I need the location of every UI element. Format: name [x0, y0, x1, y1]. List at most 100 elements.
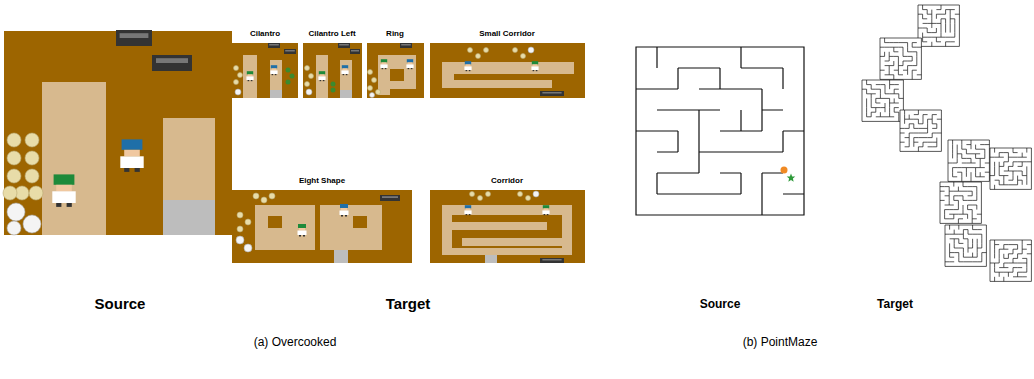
panel-title: Corridor: [491, 177, 523, 186]
counter: [42, 82, 106, 235]
chef: [246, 71, 253, 81]
chef: [298, 224, 307, 237]
pot: [338, 43, 350, 48]
tile: [442, 248, 572, 255]
maze-walls: [990, 148, 1031, 189]
plate: [7, 203, 25, 221]
onion: [478, 196, 483, 201]
tile: [378, 81, 416, 89]
onion: [25, 133, 39, 147]
onion: [269, 193, 275, 199]
pot-lid: [401, 44, 411, 46]
pot-lid: [156, 58, 188, 63]
pot: [284, 49, 296, 54]
chef: [380, 59, 387, 69]
cilantro: [286, 68, 291, 73]
tile: [452, 222, 547, 230]
maze-walls: [900, 110, 941, 151]
tile: [270, 90, 282, 98]
onion: [305, 66, 310, 71]
overcooked-target: [430, 43, 585, 98]
panel-title: Cilantro: [250, 30, 280, 39]
chef: [270, 65, 277, 75]
tile: [255, 205, 315, 250]
onion: [7, 151, 21, 165]
tile: [320, 205, 382, 250]
plate: [244, 244, 252, 252]
chef: [340, 204, 349, 217]
pot: [540, 91, 564, 96]
cilantro: [331, 88, 336, 93]
onion: [468, 48, 473, 53]
tile: [340, 90, 352, 98]
chef: [464, 61, 471, 71]
pot-lid: [285, 50, 295, 52]
onion: [526, 196, 531, 201]
tile: [316, 55, 328, 98]
onion: [486, 192, 491, 197]
maze-walls: [636, 47, 804, 215]
floor: [430, 43, 585, 98]
overcooked-target: [232, 43, 298, 98]
pointmaze-source: [636, 47, 804, 215]
maze-walls: [880, 38, 921, 79]
floor: [367, 43, 424, 98]
onion: [25, 151, 39, 165]
onion: [368, 70, 373, 75]
onion: [238, 73, 243, 78]
onion: [376, 90, 381, 95]
onion: [309, 74, 314, 79]
pot-lid: [382, 196, 398, 198]
onion: [513, 48, 518, 53]
overcooked-target: [232, 190, 412, 263]
maze-walls: [990, 240, 1031, 281]
cilantro: [290, 74, 295, 79]
onion: [521, 54, 526, 59]
overcooked-target: [303, 43, 362, 98]
pot: [152, 55, 192, 71]
plate: [306, 89, 312, 95]
onion: [7, 133, 21, 147]
goal-star: [787, 174, 796, 182]
overcooked-source: [3, 30, 232, 235]
plate: [236, 236, 244, 244]
onion: [261, 197, 267, 203]
floor: [232, 190, 412, 263]
tile: [442, 205, 452, 255]
pot-lid: [120, 33, 149, 38]
panel-title: Cilantro Left: [308, 30, 355, 39]
plate: [370, 93, 375, 98]
maze-walls: [948, 140, 989, 181]
onion: [237, 212, 243, 218]
tile: [268, 216, 282, 228]
pot-lid: [542, 259, 561, 261]
floor: [430, 190, 585, 263]
cilantro: [286, 80, 291, 85]
panel-label: Target: [877, 298, 913, 311]
onion: [234, 80, 239, 85]
plate: [528, 47, 534, 53]
pot: [380, 195, 400, 201]
chef: [52, 174, 75, 207]
floor: [303, 43, 362, 98]
cilantro: [331, 82, 336, 87]
tile: [353, 216, 367, 228]
onion: [7, 169, 21, 183]
maze-walls: [862, 80, 903, 121]
pot: [400, 43, 412, 48]
pot: [268, 43, 280, 48]
chef: [341, 65, 348, 75]
maze-walls: [918, 5, 959, 46]
tile: [442, 205, 572, 215]
panel-label: Source: [95, 296, 146, 313]
subfigure-caption: (a) Overcooked: [254, 336, 337, 349]
tile: [485, 255, 497, 263]
onion: [518, 192, 523, 197]
serving-tile: [163, 200, 215, 235]
agent-dot: [781, 167, 788, 174]
pot-lid: [542, 92, 561, 94]
counter: [163, 118, 215, 235]
pot-lid: [339, 44, 349, 46]
onion: [253, 193, 259, 199]
panel-title: Eight Shape: [299, 177, 345, 186]
